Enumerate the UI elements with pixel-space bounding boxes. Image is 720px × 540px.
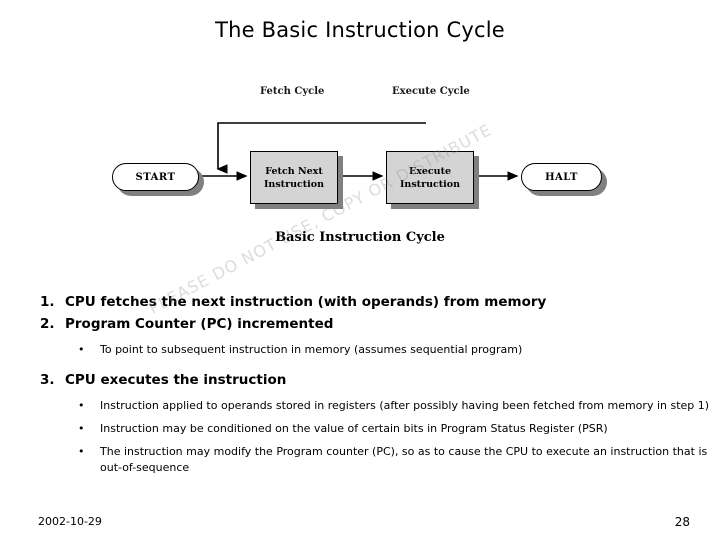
list-item: 2. Program Counter (PC) incremented: [0, 314, 720, 335]
footer-date: 2002-10-29: [38, 515, 102, 528]
sub-bullet: • Instruction applied to operands stored…: [0, 398, 720, 414]
diagram-node-execute-instruction: Execute Instruction: [386, 151, 474, 204]
bullet-dot-icon: •: [78, 445, 85, 458]
bullet-dot-icon: •: [78, 422, 85, 435]
list-item-text: CPU executes the instruction: [65, 372, 287, 388]
start-label: START: [135, 171, 176, 183]
diagram-caption: Basic Instruction Cycle: [275, 230, 445, 245]
footer-page-number: 28: [674, 515, 690, 529]
fetch-box-line1: Fetch Next: [265, 165, 323, 177]
sub-bullet: • To point to subsequent instruction in …: [0, 342, 720, 358]
fetch-cycle-label: Fetch Cycle: [260, 86, 325, 97]
bullet-dot-icon: •: [78, 343, 85, 356]
diagram-node-fetch-next-instruction: Fetch Next Instruction: [250, 151, 338, 204]
list-item-text: Program Counter (PC) incremented: [65, 316, 334, 332]
instruction-cycle-diagram: Fetch Cycle Execute Cycle START Fetch Ne…: [0, 70, 720, 260]
execute-box-line2: Instruction: [399, 178, 461, 190]
sub-bullet-text: To point to subsequent instruction in me…: [100, 343, 523, 356]
sub-bullet: • The instruction may modify the Program…: [0, 444, 720, 476]
diagram-connectors: [197, 122, 519, 181]
diagram-node-halt: HALT: [521, 163, 602, 191]
execute-cycle-label: Execute Cycle: [392, 86, 470, 97]
list-item: 3. CPU executes the instruction: [0, 370, 720, 391]
slide-body: 1. CPU fetches the next instruction (wit…: [0, 292, 720, 476]
sub-bullet-text: The instruction may modify the Program c…: [100, 445, 708, 474]
diagram-node-start: START: [112, 163, 199, 191]
fetch-box-line2: Instruction: [263, 178, 325, 190]
list-marker: 2.: [40, 316, 55, 332]
bullet-dot-icon: •: [78, 399, 85, 412]
list-marker: 1.: [40, 294, 55, 310]
sub-bullet: • Instruction may be conditioned on the …: [0, 421, 720, 437]
slide-footer: 2002-10-29 28: [0, 508, 720, 540]
execute-box-line1: Execute: [408, 165, 452, 177]
halt-label: HALT: [545, 171, 578, 183]
sub-bullet-text: Instruction may be conditioned on the va…: [100, 422, 608, 435]
list-item-text: CPU fetches the next instruction (with o…: [65, 294, 547, 310]
page-title: The Basic Instruction Cycle: [215, 18, 505, 42]
list-item: 1. CPU fetches the next instruction (wit…: [0, 292, 720, 313]
sub-bullet-text: Instruction applied to operands stored i…: [100, 399, 710, 412]
list-marker: 3.: [40, 372, 55, 388]
